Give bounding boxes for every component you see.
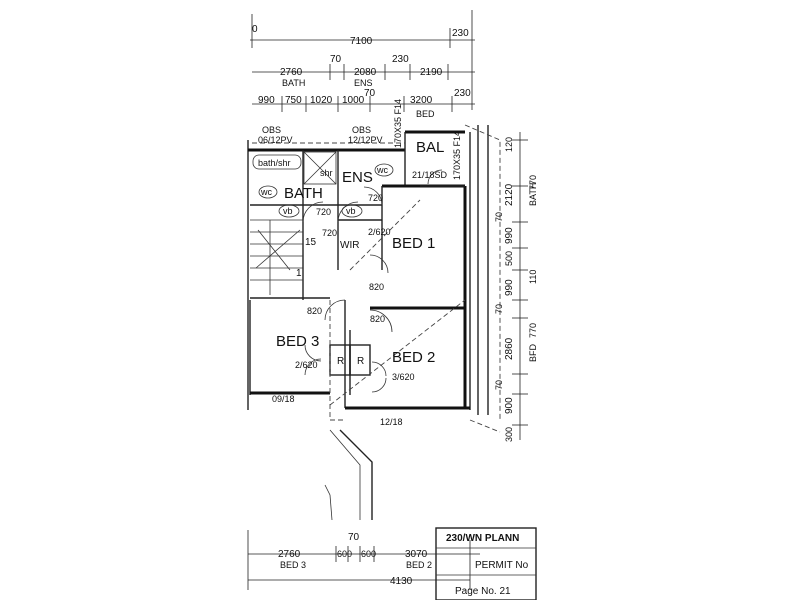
dim-top-bath-label: BATH	[282, 78, 305, 88]
window-obs1-size: 06/12PV	[258, 135, 293, 145]
dim-right-bath-label: BATH	[528, 183, 538, 206]
robe-bed1: 2/620	[368, 227, 391, 237]
bath-shower-label: bath/shr	[258, 158, 291, 168]
door-720b: 720	[368, 193, 383, 203]
dim-top-2190: 2190	[420, 67, 443, 78]
dim-top-1020: 1020	[310, 95, 333, 106]
dim-right-70c: 70	[494, 380, 504, 390]
dim-bottom-bed3: BED 3	[280, 560, 306, 570]
fixtures: bath/shr shr wc wc vb vb	[252, 151, 394, 218]
door-820a: 820	[369, 282, 384, 292]
robe-bed2-size: 3/620	[392, 372, 415, 382]
dim-right-code-1: 770	[528, 175, 538, 190]
title-permit: PERMIT No	[475, 560, 529, 571]
ens-vb-label: vb	[346, 206, 356, 216]
dim-top-2760: 2760	[280, 67, 303, 78]
walls	[247, 125, 489, 415]
window-obs1: OBS	[262, 125, 281, 135]
room-wir: WIR	[340, 240, 359, 251]
dim-top-1000: 1000	[342, 95, 365, 106]
bath-vb-label: vb	[283, 206, 293, 216]
ens-shower-label: shr	[320, 168, 333, 178]
window-bed3: 09/18	[272, 394, 295, 404]
window-bed2: 12/18	[380, 417, 403, 427]
door-820b: 820	[307, 306, 322, 316]
window-obs2-size: 12/12PV	[348, 135, 383, 145]
dim-top-230c: 230	[454, 88, 471, 99]
title-page: Page No. 21	[455, 586, 511, 597]
robe-bed2: R	[357, 356, 364, 367]
dim-right-990b: 990	[504, 279, 515, 296]
dim-top-230b: 230	[392, 54, 409, 65]
stair-up-label: 15	[305, 237, 317, 248]
room-labels: BATH ENS BAL BED 1 BED 2 BED 3 WIR R R	[276, 139, 444, 367]
stair-down-label: 1	[296, 268, 302, 279]
bottom-dimensions: 70 2760 600 600 3070 BED 3 BED 2 4130	[247, 530, 480, 590]
dim-top-ens-label: ENS	[354, 78, 373, 88]
beam-2: 170X35 F14	[452, 131, 462, 180]
robe-bed3: R	[337, 356, 344, 367]
beam-1: 170X35 F14	[393, 99, 403, 148]
room-bed3: BED 3	[276, 333, 319, 350]
doors	[302, 169, 443, 393]
dim-bottom-total: 4130	[390, 576, 413, 587]
dim-right-bfd-label: BFD	[528, 343, 538, 362]
dim-top-bed-label: BED	[416, 109, 435, 119]
dim-right-900: 900	[504, 397, 515, 414]
door-720c: 720	[322, 228, 337, 238]
room-bed2: BED 2	[392, 349, 435, 366]
ens-wc-label: wc	[376, 165, 388, 175]
window-codes: OBS 06/12PV OBS 12/12PV 21/18SD 09/18 12…	[258, 99, 462, 427]
dim-right-code-2: 110	[528, 270, 538, 284]
dim-bottom-600a: 600	[337, 549, 352, 559]
door-720a: 720	[316, 207, 331, 217]
dim-right-70b: 70	[494, 304, 504, 314]
dim-top-2080: 2080	[354, 67, 377, 78]
dim-right-code-3: 770	[528, 323, 538, 338]
room-bed1: BED 1	[392, 235, 435, 252]
dim-right-120: 120	[504, 137, 514, 152]
lower-roof-outline	[324, 429, 373, 521]
dim-top-70a: 70	[330, 54, 342, 65]
dim-top-230a: 230	[452, 28, 469, 39]
room-ens: ENS	[342, 169, 373, 186]
window-obs2: OBS	[352, 125, 371, 135]
dim-bottom-3070: 3070	[405, 549, 428, 560]
dim-top-70b: 70	[364, 88, 376, 99]
door-bal: 21/18SD	[412, 170, 448, 180]
bath-wc-label: wc	[260, 187, 272, 197]
dim-bottom-70: 70	[348, 532, 360, 543]
dim-bottom-600b: 600	[361, 549, 376, 559]
dim-right-500: 500	[504, 251, 514, 266]
room-bath: BATH	[284, 185, 323, 202]
robe-bed3-size: 2/620	[295, 360, 318, 370]
dim-bottom-bed2: BED 2	[406, 560, 432, 570]
stairs: 15 1	[250, 219, 317, 295]
dim-right-300: 300	[504, 427, 514, 442]
dim-right-2120: 2120	[504, 183, 515, 206]
dim-right-70a: 70	[494, 212, 504, 222]
dim-top-3200: 3200	[410, 95, 433, 106]
dim-right-990a: 990	[504, 227, 515, 244]
room-bal: BAL	[416, 139, 444, 156]
dim-top-total: 7100	[350, 36, 373, 47]
door-sizes: 720 720 720 820 820 820 2/620 2/620 3/62…	[295, 193, 415, 382]
title-block: 230/WN PLANN PERMIT No Page No. 21	[435, 527, 537, 600]
right-dimensions: 120 2120 70 990 500 990 70 2860 70 900 3…	[494, 132, 538, 442]
dim-top-edge: 0	[252, 24, 258, 35]
top-dimensions: 0 7100 230 70 230 2760 2080 2190 BATH EN…	[250, 10, 475, 119]
door-820c: 820	[370, 314, 385, 324]
title-line1: 230/WN PLANN	[446, 533, 519, 544]
dim-right-2860: 2860	[504, 337, 515, 360]
dim-bottom-2760: 2760	[278, 549, 301, 560]
roof-lines	[252, 124, 501, 433]
dim-top-750: 750	[285, 95, 302, 106]
dim-top-990: 990	[258, 95, 275, 106]
